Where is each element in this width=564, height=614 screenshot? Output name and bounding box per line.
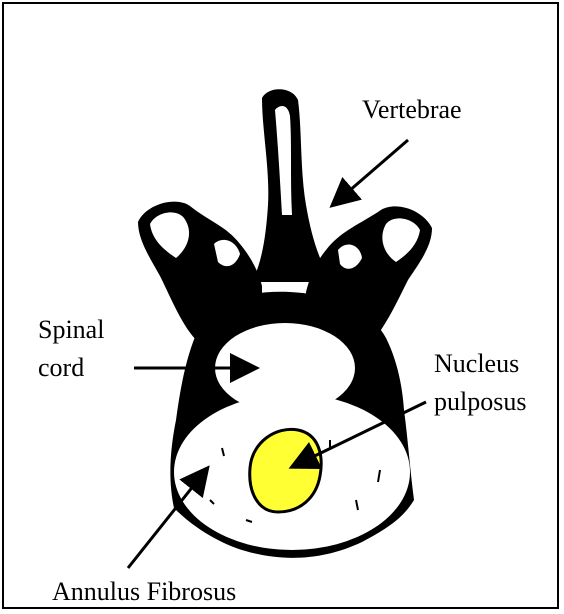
label-nucleus-line2: pulposus: [434, 387, 526, 416]
label-spinal-cord-line1: Spinal: [38, 315, 104, 344]
nucleus-pulposus-shape: [250, 429, 321, 512]
label-annulus-fibrosus: Annulus Fibrosus: [52, 577, 236, 606]
label-spinal-cord-line2: cord: [38, 353, 84, 382]
label-vertebrae: Vertebrae: [362, 95, 462, 124]
label-nucleus-line1: Nucleus: [434, 349, 519, 378]
